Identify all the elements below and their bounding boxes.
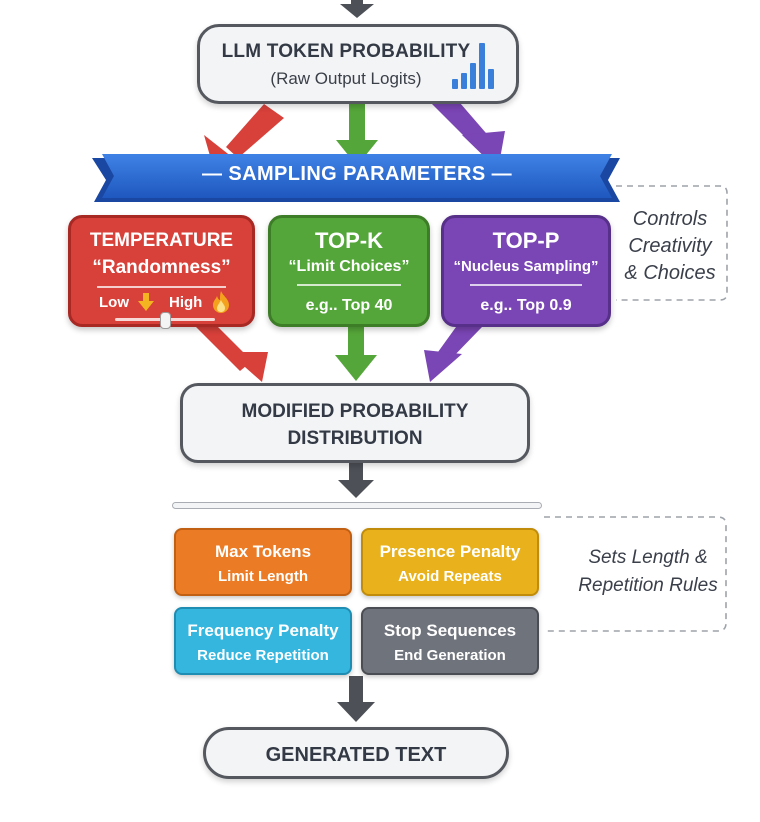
modified-node-line: DISTRIBUTION	[287, 428, 423, 449]
temperature-low-label: Low	[99, 294, 129, 311]
presence-penalty-box: Presence Penalty Avoid Repeats	[361, 528, 539, 596]
temperature-title: TEMPERATURE	[89, 230, 234, 251]
arrow-into-top	[340, 0, 374, 18]
top-node-subtitle: (Raw Output Logits)	[270, 69, 422, 88]
modified-node-line: MODIFIED PROBABILITY	[241, 401, 469, 422]
temperature-subtitle: “Randomness”	[92, 257, 231, 278]
top-p-subtitle: “Nucleus Sampling”	[453, 258, 599, 275]
modified-distribution-node: MODIFIED PROBABILITY DISTRIBUTION	[180, 383, 530, 463]
presence-penalty-subtitle: Avoid Repeats	[398, 568, 502, 585]
top-node-title: LLM TOKEN PROBABILITY	[221, 41, 471, 62]
arrow-temp-to-modified	[196, 327, 268, 382]
max-tokens-box: Max Tokens Limit Length	[174, 528, 352, 596]
generated-text-label: GENERATED TEXT	[265, 744, 447, 766]
parameters-note-line: Creativity	[628, 235, 712, 257]
arrow-modified-to-controls	[338, 463, 374, 498]
stop-sequences-subtitle: End Generation	[394, 647, 506, 664]
max-tokens-subtitle: Limit Length	[218, 568, 308, 585]
controls-note-line: Repetition Rules	[578, 575, 718, 596]
top-p-divider	[470, 284, 582, 286]
temperature-high-label: High	[169, 294, 203, 311]
arrow-topk-to-modified	[335, 327, 377, 381]
arrow-controls-to-output	[337, 676, 375, 722]
flame-icon	[213, 291, 229, 313]
section-divider	[172, 502, 542, 509]
parameters-note-line: Controls	[632, 208, 708, 230]
arrow-topp-to-modified	[424, 327, 482, 382]
controls-note-line: Sets Length &	[588, 547, 708, 568]
max-tokens-title: Max Tokens	[214, 542, 312, 561]
stop-sequences-title: Stop Sequences	[383, 621, 517, 640]
frequency-penalty-title: Frequency Penalty	[187, 621, 339, 640]
top-k-divider	[297, 284, 401, 286]
presence-penalty-title: Presence Penalty	[379, 542, 521, 561]
sampling-ribbon	[92, 154, 620, 202]
sampling-parameters-banner: — SAMPLING PARAMETERS —	[202, 163, 512, 185]
controls-note: Sets Length & Repetition Rules	[568, 544, 728, 600]
stop-sequences-box: Stop Sequences End Generation	[361, 607, 539, 675]
top-p-card: TOP-P “Nucleus Sampling” e.g.. Top 0.9	[441, 215, 611, 327]
parameters-note-line: & Choices	[624, 262, 716, 284]
arrow-top-to-ribbon-green	[336, 104, 378, 166]
temperature-divider	[97, 286, 226, 288]
bracket-controls	[544, 516, 727, 632]
top-k-title: TOP-K	[314, 228, 384, 253]
top-p-example: e.g.. Top 0.9	[480, 297, 572, 314]
temperature-slider-knob	[159, 312, 171, 329]
token-probability-node: LLM TOKEN PROBABILITY (Raw Output Logits…	[197, 24, 519, 104]
temperature-card: TEMPERATURE “Randomness” Low High	[68, 215, 255, 329]
parameters-note: Controls Creativity & Choices	[622, 206, 718, 287]
top-k-card: TOP-K “Limit Choices” e.g.. Top 40	[268, 215, 430, 327]
bar-chart-icon	[452, 43, 494, 89]
top-k-subtitle: “Limit Choices”	[288, 258, 410, 275]
generated-text-node: GENERATED TEXT	[203, 727, 509, 779]
top-p-title: TOP-P	[492, 228, 560, 253]
top-k-example: e.g.. Top 40	[305, 297, 393, 314]
bracket-parameters	[616, 185, 728, 301]
frequency-penalty-subtitle: Reduce Repetition	[197, 647, 329, 664]
frequency-penalty-box: Frequency Penalty Reduce Repetition	[174, 607, 352, 675]
arrow-down-icon	[138, 293, 154, 311]
